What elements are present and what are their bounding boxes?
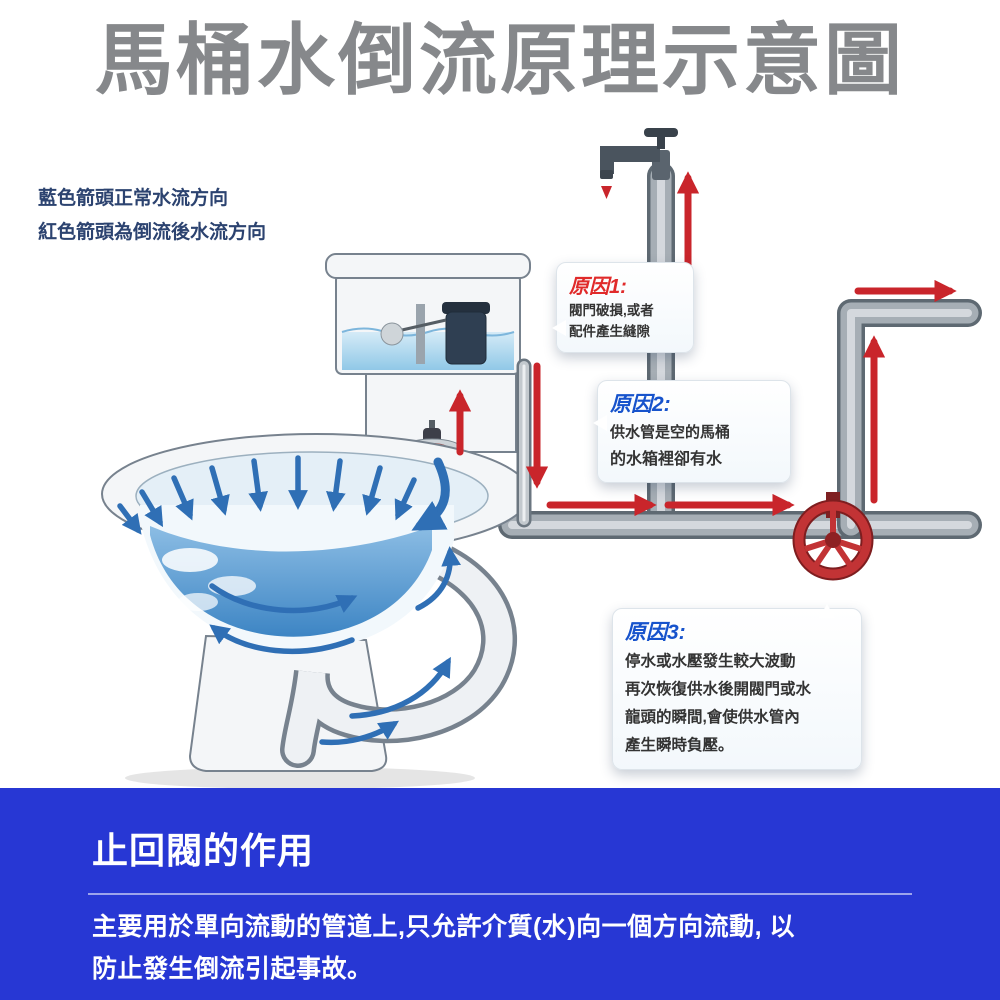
footer-text-line: 防止發生倒流引起事故。 [92,955,373,983]
tank-lid [325,253,531,279]
cause-3-label: 原因3: [625,621,686,644]
valve-wheel-icon [792,492,874,581]
cause-2-text: 的水箱裡卻有水 [610,450,723,468]
footer-panel: 止回閥的作用 主要用於單向流動的管道上,只允許介質(水)向一個方向流動, 以 防… [0,788,1000,1000]
footer-text-line: 主要用於單向流動的管道上,只允許介質(水)向一個方向流動, 以 [92,913,795,941]
blue-flow-arrows [117,455,462,746]
flush-valve-assembly [380,302,490,365]
footer-text: 主要用於單向流動的管道上,只允許介質(水)向一個方向流動, 以 防止發生倒流引起… [92,906,922,990]
footer-heading: 止回閥的作用 [92,830,315,871]
footer-divider [88,893,912,895]
cause-2-label: 原因2: [610,393,671,416]
cause-1-text: 閥門破損,或者 [569,303,654,318]
floor-shadow [125,767,475,789]
legend-backflow: 紅色箭頭為倒流後水流方向 [38,222,267,243]
toilet-illustration [101,253,531,772]
tank-water [342,332,514,370]
legend: 藍色箭頭正常水流方向 紅色箭頭為倒流後水流方向 [38,182,266,250]
callout-cause-3: 原因3: 停水或水壓發生較大波動 再次恢復供水後開閥門或水 龍頭的瞬間,會使供水… [612,604,862,770]
drip-arrow-icon [601,186,612,199]
cause-2-text: 供水管是空的馬桶 [610,424,731,441]
callout-cause-1: 原因1: 閥門破損,或者 配件產生縫隙 [552,262,694,353]
faucet-icon [600,128,678,199]
red-backflow-arrows [448,171,957,517]
toilet-backflow-diagram [101,128,982,789]
bowl-water [150,526,432,637]
cause-1-label: 原因1: [569,276,627,298]
cause-3-text: 產生瞬時負壓。 [625,736,734,754]
page-title: 馬桶水倒流原理示意圖 [94,16,905,104]
cause-3-text: 再次恢復供水後開閥門或水 [625,680,812,698]
legend-normal-flow: 藍色箭頭正常水流方向 [38,188,229,209]
cause-1-text: 配件產生縫隙 [569,323,650,339]
callout-cause-2: 原因2: 供水管是空的馬桶 的水箱裡卻有水 [593,380,791,483]
cause-3-text: 停水或水壓發生較大波動 [625,653,796,670]
cause-3-text: 龍頭的瞬間,會使供水管內 [625,708,800,726]
toilet-base [188,634,388,772]
